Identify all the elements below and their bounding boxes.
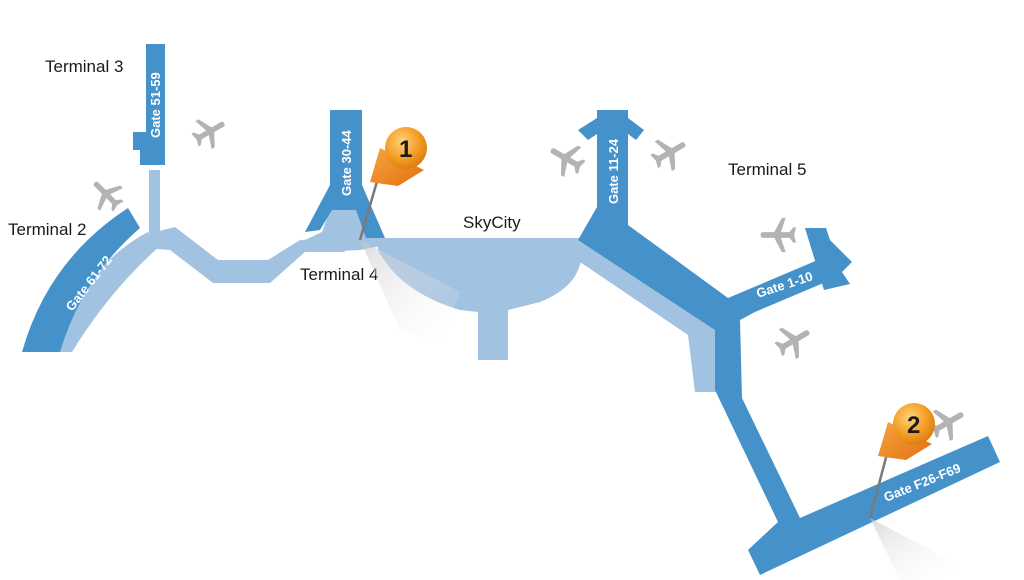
airplane-icon xyxy=(760,217,797,253)
terminal-labels: Terminal 2 Terminal 3 Terminal 4 Termina… xyxy=(8,57,806,284)
terminal-5-label: Terminal 5 xyxy=(728,160,806,179)
airplane-icon xyxy=(645,128,694,177)
gate-30-44-pier xyxy=(305,110,385,238)
concourse-walkways xyxy=(60,170,735,392)
pin-badge xyxy=(385,127,427,169)
gate-11-24-pier xyxy=(578,110,644,207)
pin-shadow xyxy=(870,518,960,580)
gate-30-44-label: Gate 30-44 xyxy=(339,129,354,196)
terminal-3-label: Terminal 3 xyxy=(45,57,123,76)
airplane-icon xyxy=(186,109,233,155)
gate-51-59-label: Gate 51-59 xyxy=(148,72,163,138)
terminal-2-walkway xyxy=(60,232,160,352)
terminal-3-stem xyxy=(149,170,160,240)
skycity-concourse xyxy=(378,238,582,360)
skycity-label: SkyCity xyxy=(463,213,521,232)
terminal-5-concourse xyxy=(578,207,1000,575)
gate-51-59-pier xyxy=(133,44,165,165)
pin-1[interactable]: 1 xyxy=(358,127,460,345)
gate-piers xyxy=(22,44,1000,575)
pin-shadow xyxy=(360,240,460,345)
gate-1-10-pier xyxy=(805,228,852,290)
terminal-4-hub xyxy=(305,210,392,252)
gate-61-72-pier xyxy=(22,208,140,352)
corridor-t3-t4 xyxy=(140,227,345,283)
gate-11-24-label: Gate 11-24 xyxy=(606,138,621,204)
pin-2-number: 2 xyxy=(907,412,920,439)
map-pin-icon xyxy=(370,148,424,186)
airplane-icon xyxy=(542,134,591,183)
airplane-icon xyxy=(83,171,130,218)
terminal-2-label: Terminal 2 xyxy=(8,220,86,239)
terminal-4-label: Terminal 4 xyxy=(300,265,378,284)
pin-1-number: 1 xyxy=(399,136,412,163)
terminal-5-walkway xyxy=(580,238,735,392)
pin-badge xyxy=(893,403,935,445)
pin-needle xyxy=(358,177,380,241)
pin-2[interactable]: 2 xyxy=(868,403,960,580)
airplane-icon xyxy=(769,316,818,365)
pin-needle xyxy=(868,449,890,519)
